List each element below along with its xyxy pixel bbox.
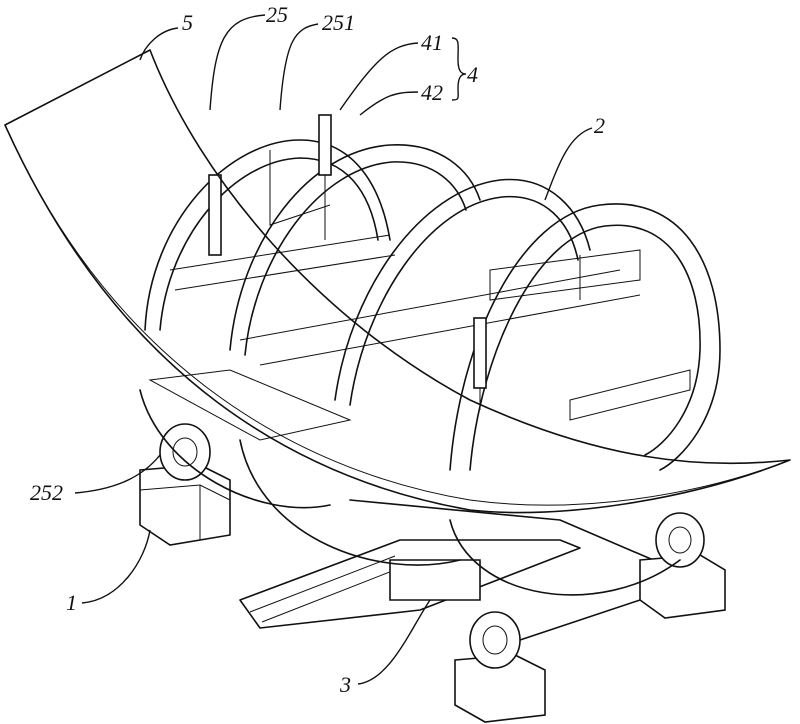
label-42: 42 <box>421 80 443 105</box>
label-1: 1 <box>66 590 77 615</box>
label-3: 3 <box>339 672 351 697</box>
label-4: 4 <box>467 62 478 87</box>
curved-sheet-5 <box>4 49 791 514</box>
roller-stand-rear-left <box>454 611 546 723</box>
leader-lines <box>74 14 593 685</box>
roller-stand-1 <box>139 423 231 546</box>
lower-half-rings <box>139 369 681 596</box>
base-frame-3 <box>239 499 701 641</box>
roller-stand-rear-right <box>639 512 726 619</box>
label-5: 5 <box>182 10 193 35</box>
upper-arches <box>144 139 721 471</box>
label-252: 252 <box>30 480 63 505</box>
label-25: 25 <box>266 2 288 27</box>
inner-frame-25 <box>169 114 691 421</box>
label-2: 2 <box>594 113 605 138</box>
label-251: 251 <box>322 10 355 35</box>
label-41: 41 <box>421 30 443 55</box>
